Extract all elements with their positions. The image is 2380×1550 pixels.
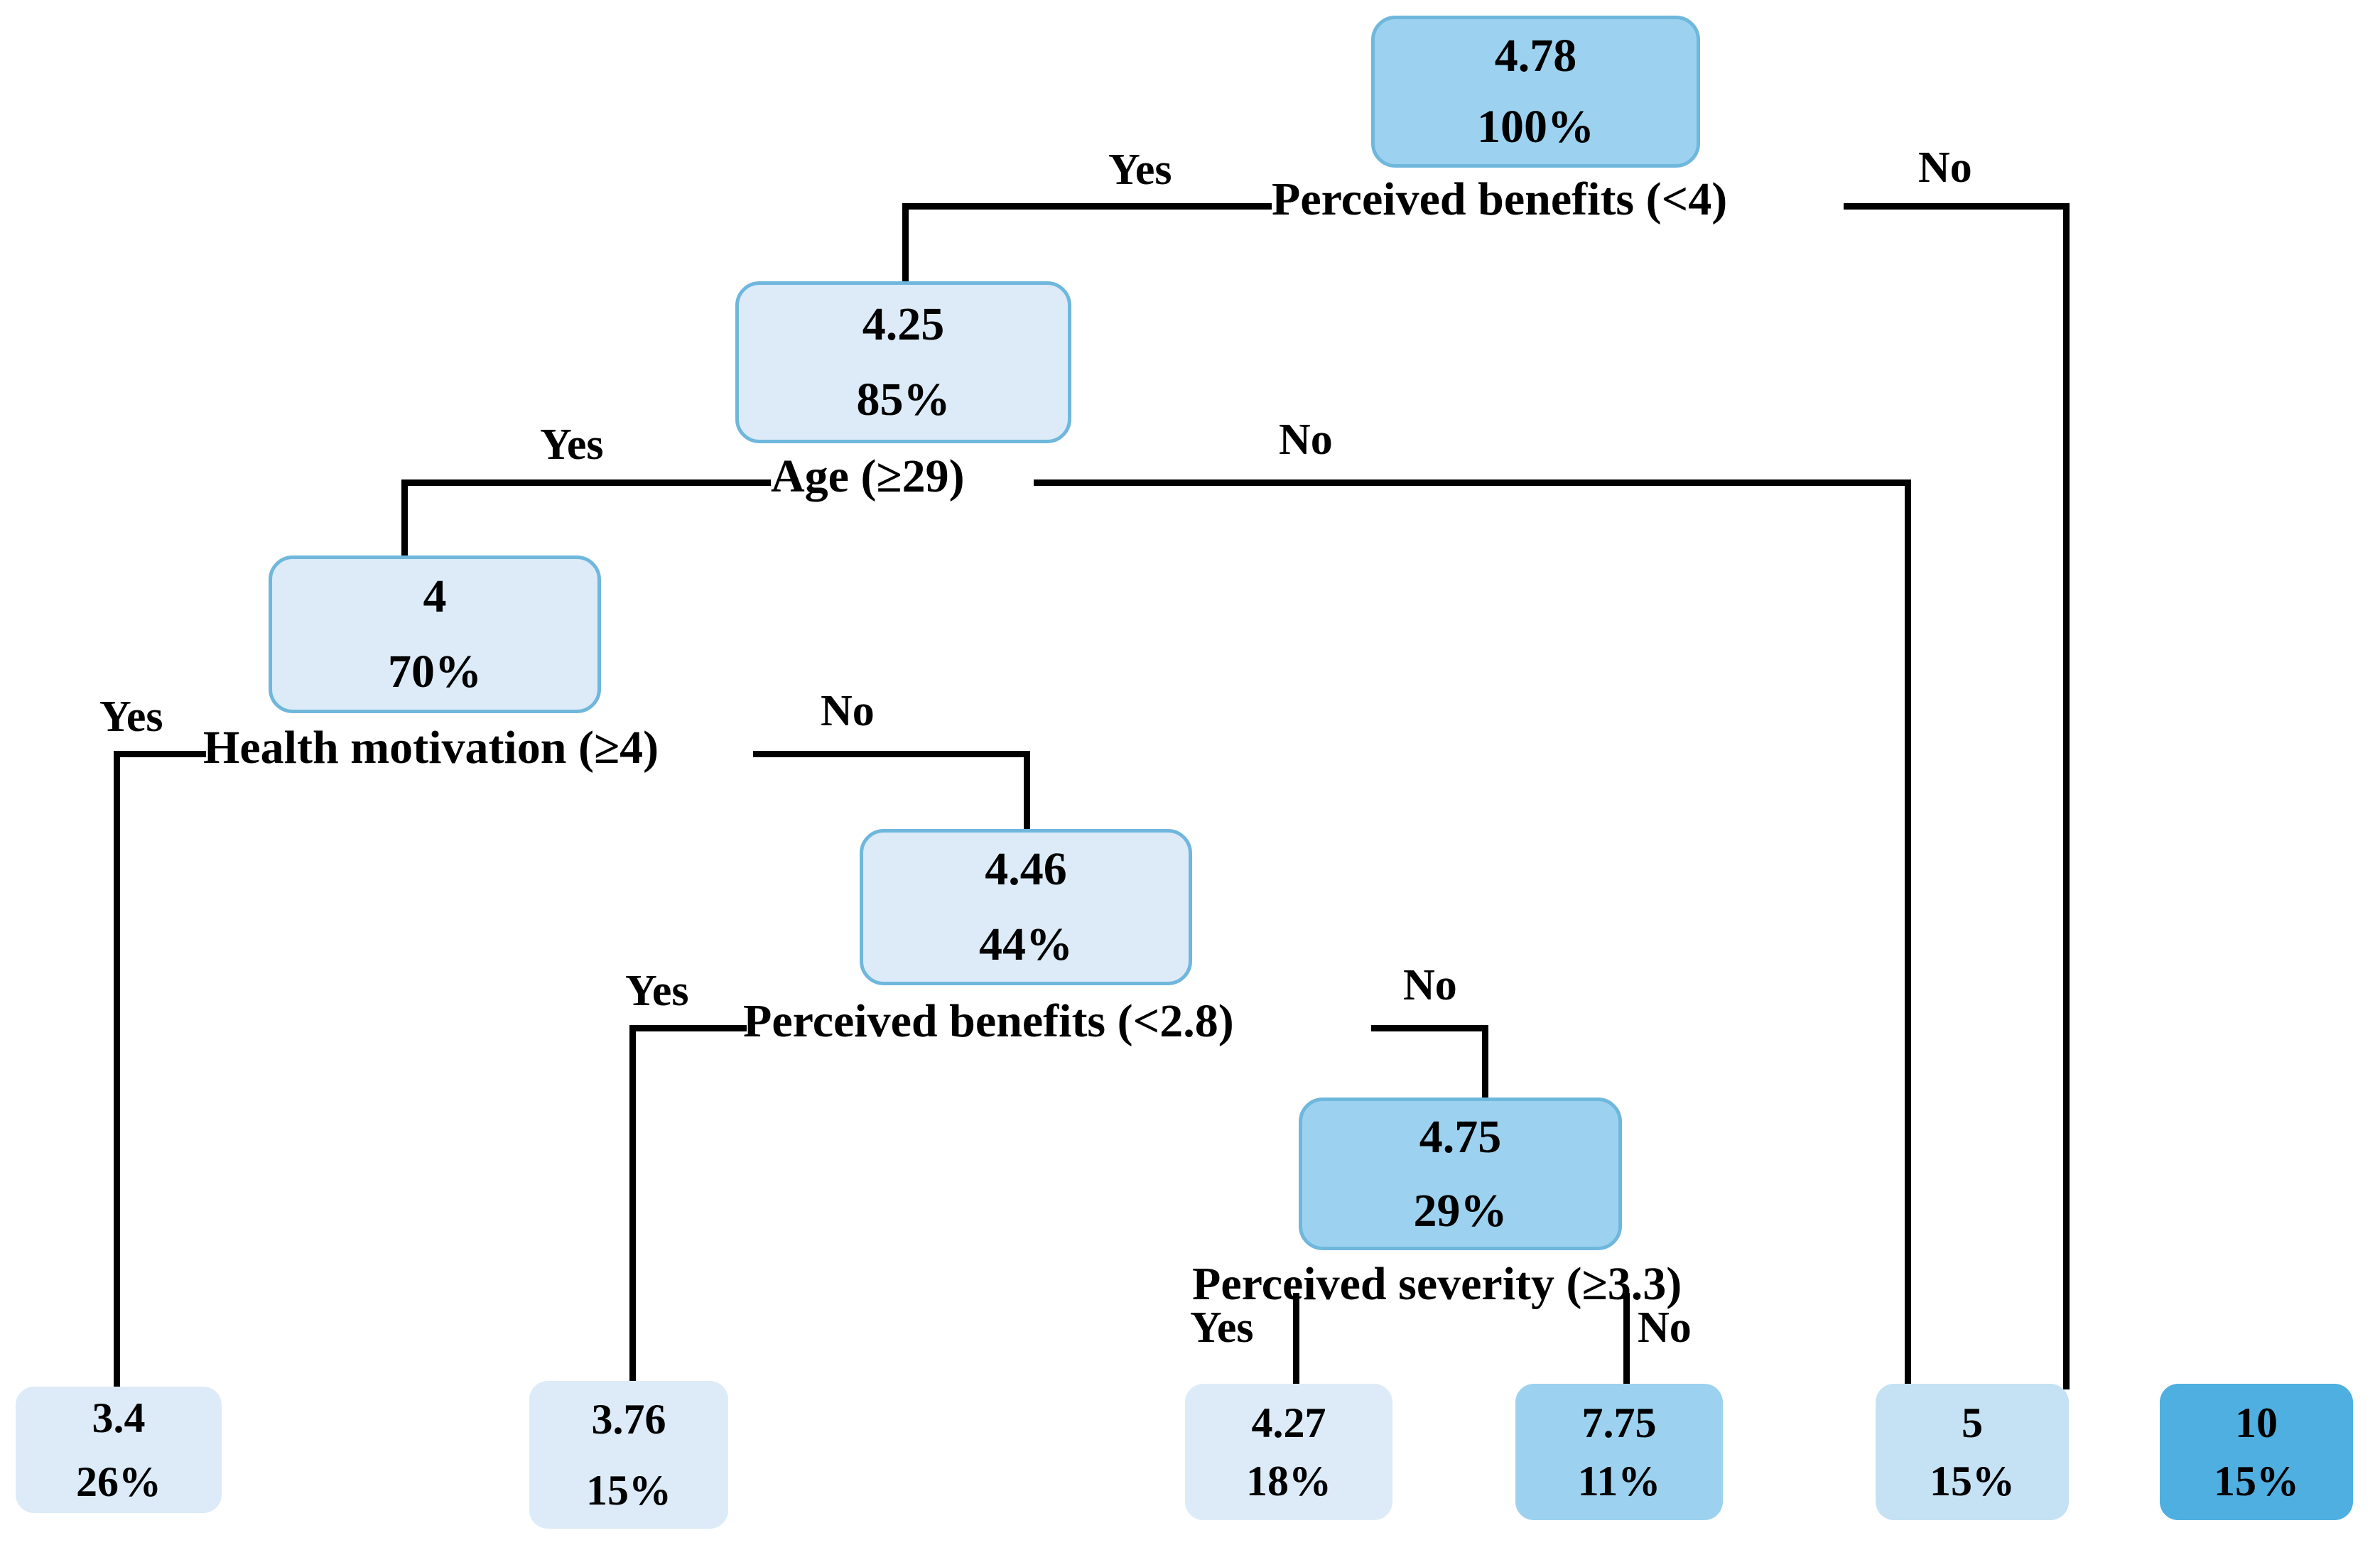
edge-age-no-horizontal: [1034, 479, 1911, 486]
leaf-node-4-27[interactable]: 4.27 18%: [1185, 1384, 1392, 1520]
node-age[interactable]: 4.25 85%: [735, 281, 1071, 443]
node-perceived-severity-value: 4.75: [1419, 1110, 1502, 1163]
node-perceived-benefits-28-percent: 44%: [979, 918, 1073, 970]
edge-age-yes-vertical: [401, 479, 408, 558]
leaf-node-5[interactable]: 5 15%: [1876, 1384, 2069, 1520]
split-label-age: Age (≥29): [771, 450, 965, 502]
node-health-motivation[interactable]: 4 70%: [269, 555, 601, 713]
leaf-node-4-27-value: 4.27: [1251, 1399, 1326, 1446]
branch-label-hm-yes: Yes: [99, 693, 163, 741]
node-age-value: 4.25: [862, 298, 945, 350]
leaf-node-3-76[interactable]: 3.76 15%: [529, 1381, 728, 1529]
leaf-node-7-75[interactable]: 7.75 11%: [1515, 1384, 1723, 1520]
split-label-health-motivation: Health motivation (≥4): [203, 722, 659, 774]
edge-age-no-vertical: [1905, 479, 1911, 1389]
leaf-node-4-27-percent: 18%: [1246, 1458, 1331, 1505]
edge-sev-no-vertical: [1623, 1293, 1630, 1387]
leaf-node-3-4-percent: 26%: [76, 1458, 161, 1505]
leaf-node-3-4[interactable]: 3.4 26%: [16, 1387, 222, 1513]
edge-hm-no-horizontal: [753, 751, 1030, 757]
branch-label-sev-yes: Yes: [1190, 1304, 1254, 1352]
leaf-node-5-percent: 15%: [1930, 1458, 2015, 1505]
node-perceived-severity[interactable]: 4.75 29%: [1299, 1098, 1622, 1250]
edge-root-yes-vertical: [902, 203, 909, 283]
edge-pb28-yes-vertical: [629, 1025, 636, 1384]
branch-label-pb28-no: No: [1403, 961, 1457, 1009]
node-health-motivation-value: 4: [423, 570, 447, 622]
edge-root-yes-horizontal: [902, 203, 1272, 210]
split-label-perceived-benefits-4: Perceived benefits (<4): [1272, 173, 1728, 225]
node-age-percent: 85%: [856, 374, 951, 426]
branch-label-root-yes: Yes: [1108, 146, 1172, 194]
leaf-node-3-76-value: 3.76: [591, 1396, 666, 1443]
node-health-motivation-percent: 70%: [388, 646, 482, 698]
leaf-node-3-4-value: 3.4: [92, 1394, 146, 1441]
leaf-node-10-percent: 15%: [2214, 1458, 2299, 1505]
branch-label-age-yes: Yes: [540, 421, 604, 469]
split-label-perceived-benefits-28: Perceived benefits (<2.8): [743, 995, 1234, 1047]
branch-label-pb28-yes: Yes: [625, 967, 689, 1015]
leaf-node-7-75-value: 7.75: [1581, 1399, 1657, 1446]
leaf-node-7-75-percent: 11%: [1577, 1458, 1661, 1505]
branch-label-age-no: No: [1279, 416, 1333, 464]
leaf-node-10-value: 10: [2235, 1399, 2278, 1446]
edge-hm-no-vertical: [1024, 751, 1030, 833]
branch-label-sev-no: No: [1638, 1304, 1692, 1352]
edge-pb28-yes-horizontal: [629, 1025, 747, 1031]
leaf-node-3-76-percent: 15%: [586, 1467, 671, 1514]
node-root[interactable]: 4.78 100%: [1371, 16, 1700, 168]
node-root-value: 4.78: [1494, 30, 1577, 82]
edge-hm-yes-horizontal: [114, 751, 206, 757]
branch-label-hm-no: No: [821, 687, 875, 735]
edge-root-no-vertical: [2063, 203, 2070, 1389]
node-root-percent: 100%: [1477, 101, 1594, 153]
split-label-perceived-severity: Perceived severity (≥3.3): [1192, 1258, 1682, 1310]
edge-pb28-no-vertical: [1482, 1025, 1488, 1100]
edge-root-no-horizontal: [1844, 203, 2070, 210]
edge-sev-yes-vertical: [1293, 1293, 1299, 1387]
edge-pb28-no-horizontal: [1371, 1025, 1488, 1031]
node-perceived-severity-percent: 29%: [1413, 1184, 1508, 1237]
edge-age-yes-horizontal: [401, 479, 771, 486]
branch-label-root-no: No: [1918, 143, 1972, 192]
leaf-node-5-value: 5: [1962, 1399, 1983, 1446]
node-perceived-benefits-28-value: 4.46: [985, 843, 1067, 895]
edge-hm-yes-vertical: [114, 751, 120, 1390]
node-perceived-benefits-28[interactable]: 4.46 44%: [860, 829, 1192, 985]
leaf-node-10[interactable]: 10 15%: [2160, 1384, 2353, 1520]
